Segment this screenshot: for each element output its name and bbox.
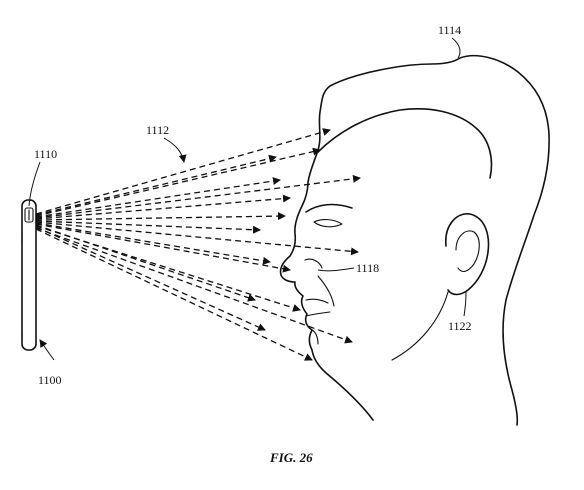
label-1122: 1122 <box>448 319 472 333</box>
nostril-line <box>304 258 323 269</box>
label-1112: 1112 <box>146 123 169 137</box>
label-1114: 1114 <box>438 23 461 37</box>
leader-1114 <box>451 37 461 59</box>
sensor-module <box>24 207 34 223</box>
light-ray <box>35 220 261 234</box>
light-ray <box>35 212 286 221</box>
hairline <box>317 108 493 179</box>
light-ray <box>35 194 291 220</box>
leader-1118 <box>317 267 355 272</box>
label-1110: 1110 <box>34 147 57 161</box>
leader-lines <box>28 37 467 361</box>
jaw-line <box>391 291 449 361</box>
light-ray <box>35 221 359 256</box>
device-body <box>21 199 37 351</box>
ear-inner <box>455 230 480 273</box>
ear-outer <box>445 213 490 296</box>
leader-1122 <box>463 291 467 317</box>
leader-1110 <box>28 161 41 207</box>
light-ray <box>35 228 313 361</box>
light-ray <box>35 222 271 265</box>
device-drawing <box>21 199 37 351</box>
lips <box>305 298 331 317</box>
nasolabial-fold <box>317 275 335 307</box>
light-ray <box>35 225 301 312</box>
light-ray <box>35 174 361 219</box>
figure-caption: FIG. 26 <box>269 450 313 465</box>
label-1100: 1100 <box>38 373 62 387</box>
light-ray <box>35 226 266 331</box>
eyebrow <box>305 203 353 213</box>
light-ray <box>35 224 256 302</box>
leader-1112 <box>163 137 187 163</box>
eye <box>313 219 343 228</box>
light-ray <box>35 154 277 216</box>
light-ray <box>35 227 353 344</box>
light-ray <box>35 147 321 217</box>
head-drawing <box>279 54 550 426</box>
head-outline <box>279 54 550 426</box>
light-ray <box>35 177 281 218</box>
leader-1100 <box>39 339 55 361</box>
chin-line <box>311 329 319 345</box>
label-1118: 1118 <box>356 261 379 275</box>
light-ray <box>35 128 331 215</box>
light-ray <box>35 223 291 273</box>
projected-light-pattern <box>35 128 361 361</box>
